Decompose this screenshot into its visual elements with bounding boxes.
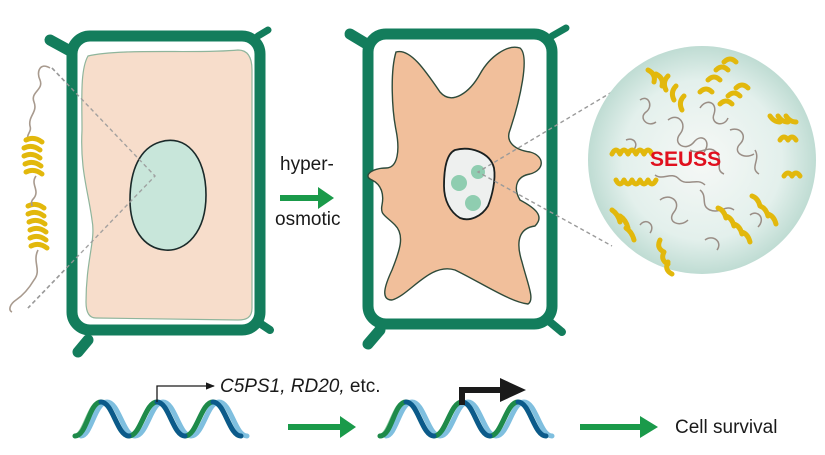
stimulus-arrow-icon xyxy=(280,187,334,209)
disordered-chains xyxy=(625,97,762,251)
cell-wall-stub xyxy=(254,26,272,40)
seuss-label: SEUSS xyxy=(650,148,721,171)
cell-wall-stub xyxy=(72,334,94,358)
stimulus-label-line2: osmotic xyxy=(275,209,340,230)
seuss-condensate-droplet xyxy=(451,175,467,191)
dna-helix-activated xyxy=(377,399,555,439)
helix-segments xyxy=(609,56,803,277)
zoom-guide-lines-left-inner xyxy=(27,67,156,309)
basal-transcription-start: C5PS1, RD20, etc. xyxy=(156,376,381,402)
hyperosmotic-stimulus: hyper- osmotic xyxy=(275,154,340,230)
condensate-droplet-zoomed xyxy=(588,46,816,274)
alpha-helix-icon xyxy=(21,135,50,251)
target-genes-suffix: etc. xyxy=(345,376,381,397)
target-genes-names: C5PS1, RD20, xyxy=(220,376,345,397)
cell-normal xyxy=(44,26,274,358)
cell-plasmolysed xyxy=(344,24,570,350)
pathway-arrow-icon xyxy=(288,416,356,438)
pathway-arrow-icon xyxy=(580,416,658,438)
transcription-start-arrow-icon xyxy=(156,382,215,402)
cell-wall-stub xyxy=(362,324,386,350)
seuss-condensate-droplet xyxy=(465,195,481,211)
seuss-protein-monomer xyxy=(9,65,51,313)
cell-wall-stub xyxy=(546,318,566,336)
dna-helix-basal xyxy=(72,399,250,439)
disordered-region-bottom xyxy=(9,249,39,313)
disordered-region-mid xyxy=(30,175,37,207)
outcome-label: Cell survival xyxy=(675,417,777,438)
target-genes-label: C5PS1, RD20, etc. xyxy=(220,376,381,397)
seuss-condensate-zoom: SEUSS xyxy=(588,46,816,277)
zoom-guide-lines-right xyxy=(476,91,613,247)
enhanced-transcription-arrow-icon xyxy=(459,378,526,405)
disordered-region-top xyxy=(26,65,51,141)
cell-wall-stub xyxy=(548,24,570,40)
stimulus-label-line1: hyper- xyxy=(280,154,334,175)
nucleus xyxy=(129,139,207,251)
